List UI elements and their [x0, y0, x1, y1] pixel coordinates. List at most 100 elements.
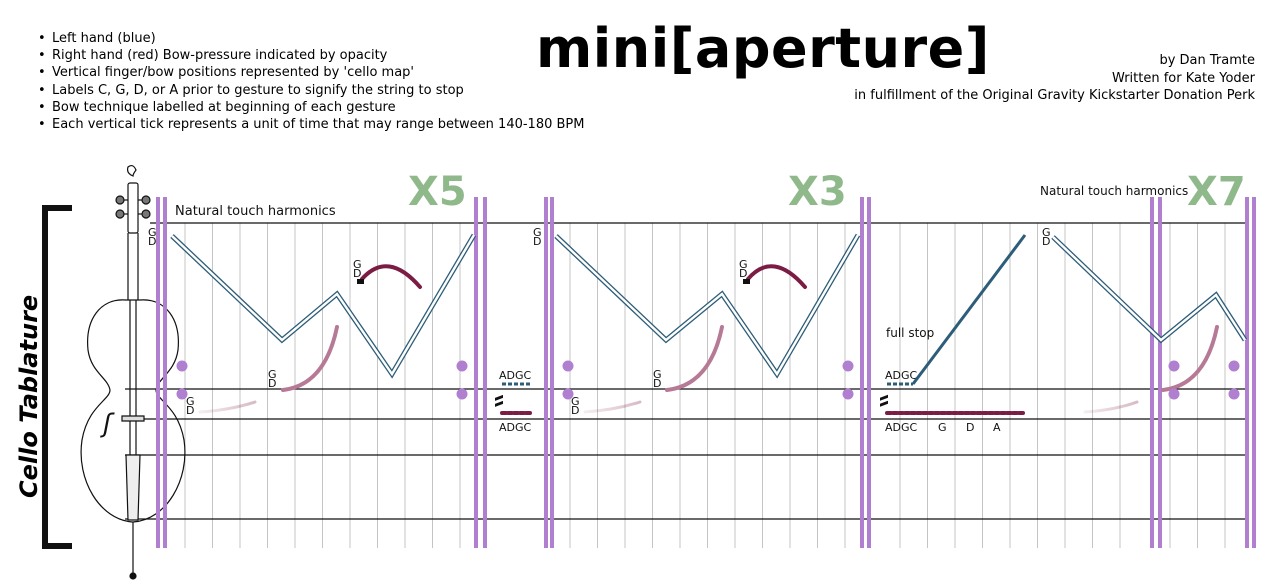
- repeat-dot: [456, 360, 468, 372]
- repeat-dot: [1168, 360, 1180, 372]
- barline: [860, 197, 864, 548]
- rh-gesture-mid-2: [665, 325, 724, 392]
- credit-dedication: Written for Kate Yoder: [1111, 70, 1255, 86]
- rh-gesture-light-2: [583, 400, 642, 414]
- barline: [156, 197, 160, 548]
- string-d-letter: D: [148, 235, 156, 248]
- repeat-dot: [842, 388, 854, 400]
- bow-frog-icon: [743, 279, 750, 284]
- barline: [1150, 197, 1154, 548]
- string-d-letter: D: [268, 377, 276, 390]
- string-gd-label: GD: [186, 395, 195, 417]
- strings-label-2: ADGC: [499, 421, 532, 434]
- string-g-letter: G: [353, 258, 362, 271]
- string-g-letter: G: [148, 226, 157, 239]
- string-gd-label: GD: [268, 368, 277, 390]
- credit-fulfillment: in fulfillment of the Original Gravity K…: [854, 88, 1255, 103]
- barline: [1158, 197, 1162, 548]
- lh-gesture-3-inner: [1052, 236, 1247, 342]
- credit-author: by Dan Tramte: [1159, 53, 1255, 68]
- repeat-dot: [562, 360, 574, 372]
- string-g-letter: G: [186, 395, 195, 408]
- repeat-dot: [1168, 388, 1180, 400]
- barline: [474, 197, 478, 548]
- page-title: mini[aperture]: [536, 17, 990, 80]
- overpressure-icon: [880, 394, 888, 407]
- staff-lines: [125, 222, 1245, 520]
- string-g-letter: G: [739, 258, 748, 271]
- barline: [1252, 197, 1256, 548]
- svg-text:ʃ: ʃ: [100, 409, 115, 439]
- string-gd-label: GD: [533, 226, 542, 248]
- repeat-labels: X5 X3 X7: [408, 169, 1246, 215]
- string-label-a: A: [993, 421, 1001, 434]
- repeat-dot: [842, 360, 854, 372]
- string-d-letter: D: [353, 267, 361, 280]
- repeat-dot: [562, 388, 574, 400]
- note-tick-tempo: Each vertical tick represents a unit of …: [38, 116, 584, 133]
- repeat-dot: [176, 360, 188, 372]
- note-cello-map: Vertical finger/bow positions represente…: [38, 64, 584, 81]
- overpressure-icon: [495, 394, 503, 407]
- harmonics-label-1: Natural touch harmonics: [175, 204, 336, 219]
- barline: [550, 197, 554, 548]
- string-d-letter: D: [571, 404, 579, 417]
- repeat-dots: [176, 360, 1240, 400]
- string-g-letter: G: [1042, 226, 1051, 239]
- string-gd-label: GD: [653, 368, 662, 390]
- legend-notes: Left hand (blue) Right hand (red) Bow-pr…: [38, 30, 584, 133]
- string-g-letter: G: [268, 368, 277, 381]
- strings-label-3: ADGC: [885, 369, 918, 382]
- left-hand-gestures: [170, 233, 1248, 386]
- rh-gesture-mid-3: [1161, 325, 1219, 392]
- lh-gesture-3: [1051, 235, 1248, 344]
- lh-gesture-1-inner: [171, 234, 476, 377]
- barline: [867, 197, 871, 548]
- string-gd-label: GD: [739, 258, 748, 280]
- lh-full-stop-line: [911, 234, 1027, 385]
- bow-frog-icon: [357, 279, 364, 284]
- note-left-hand: Left hand (blue): [38, 30, 584, 47]
- string-gd-label: GD: [571, 395, 580, 417]
- string-d-letter: D: [653, 377, 661, 390]
- repeat-x7: X7: [1187, 169, 1246, 215]
- barlines: [156, 197, 1256, 548]
- tablature-bracket: [42, 205, 72, 549]
- string-d-letter: D: [533, 235, 541, 248]
- string-d-letter: D: [1042, 235, 1050, 248]
- string-label-d: D: [966, 421, 974, 434]
- rh-gesture-light-3: [1083, 400, 1139, 414]
- string-g-letter: G: [571, 395, 580, 408]
- barline: [1245, 197, 1249, 548]
- string-gd-label: GD: [1042, 226, 1051, 248]
- time-ticks: [184, 223, 1226, 548]
- credits: by Dan Tramte Written for Kate Yoder in …: [854, 52, 1255, 105]
- rh-gesture-mid-1: [281, 325, 339, 392]
- repeat-dot: [1228, 388, 1240, 400]
- rh-gesture-arc-2: [746, 264, 807, 289]
- lh-gesture-2-inner: [555, 234, 860, 377]
- full-stop-label: full stop: [886, 326, 934, 340]
- harmonics-label-2: Natural touch harmonics: [1040, 184, 1188, 198]
- note-bow-technique: Bow technique labelled at beginning of e…: [38, 99, 584, 116]
- string-d-letter: D: [186, 404, 194, 417]
- rh-gesture-light-1: [198, 400, 257, 414]
- string-g-letter: G: [653, 368, 662, 381]
- strings-label-1: ADGC: [499, 369, 532, 382]
- side-label: Cello Tablature: [15, 295, 43, 498]
- repeat-dot: [1228, 360, 1240, 372]
- string-gd-label: GD: [148, 226, 157, 248]
- barline: [483, 197, 487, 548]
- barline: [163, 197, 167, 548]
- note-right-hand: Right hand (red) Bow-pressure indicated …: [38, 47, 584, 64]
- strings-label-4: ADGC: [885, 421, 918, 434]
- repeat-dot: [456, 388, 468, 400]
- string-label-g: G: [938, 421, 947, 434]
- rh-gesture-arc-1: [360, 264, 422, 289]
- repeat-x5: X5: [408, 169, 467, 215]
- bow-marks: [357, 279, 888, 407]
- string-d-letter: D: [739, 267, 747, 280]
- right-hand-gestures: [198, 264, 1219, 415]
